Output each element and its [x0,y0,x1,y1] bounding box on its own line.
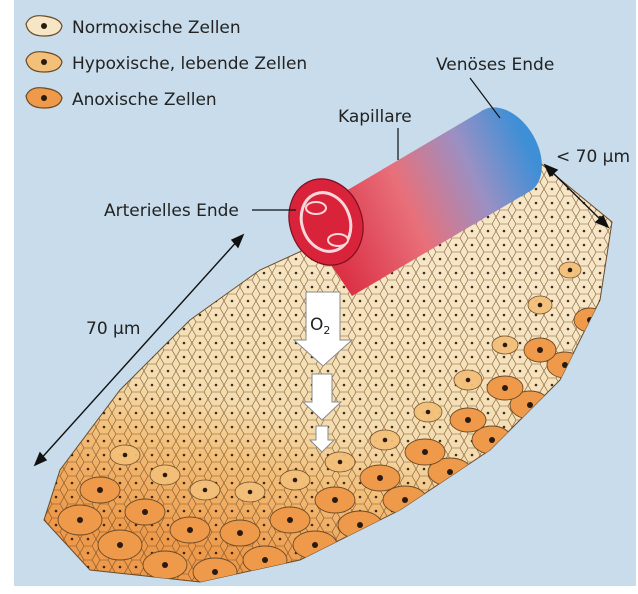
red-blood-cell [306,202,326,214]
venous-end-label: Venöses Ende [436,55,554,75]
legend-label-hypoxic: Hypoxische, lebende Zellen [72,54,307,74]
capillary-label: Kapillare [338,107,412,127]
legend-label-normoxic: Normoxische Zellen [72,18,241,38]
radius-label: < 70 μm [556,147,630,167]
red-blood-cell [328,234,348,246]
arterial-end-label: Arterielles Ende [104,201,239,221]
length-label: 70 μm [86,319,140,339]
legend-item-anoxic: Anoxische Zellen [26,88,217,110]
legend-label-anoxic: Anoxische Zellen [72,90,217,110]
